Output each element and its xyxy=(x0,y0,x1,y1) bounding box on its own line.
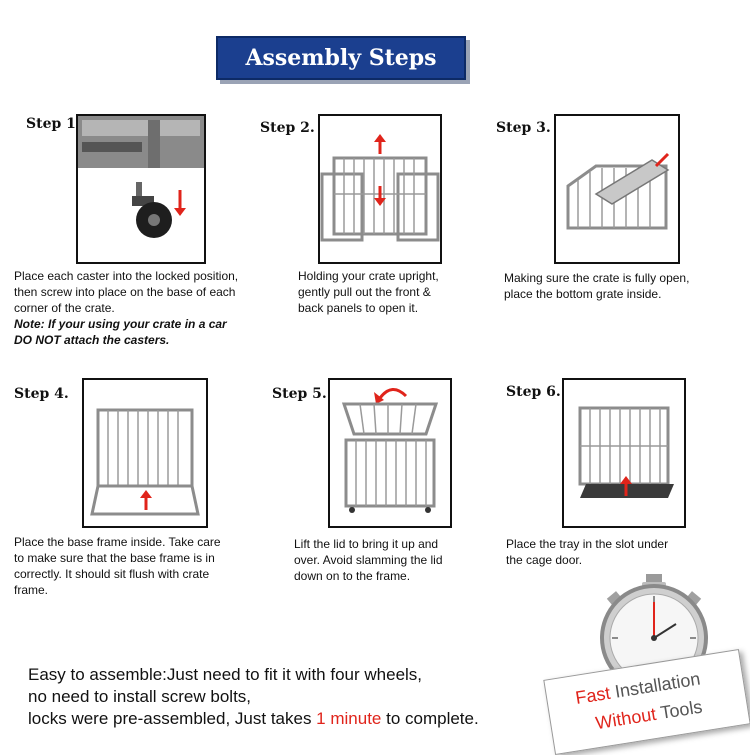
time-highlight: 1 minute xyxy=(316,709,382,728)
step-1-line: then screw into place on the base of eac… xyxy=(14,285,236,299)
step-2-line: Holding your crate upright, xyxy=(298,269,439,283)
page-title: Assembly Steps xyxy=(245,45,437,71)
step-6-line: the cage door. xyxy=(506,553,583,567)
step-6-label: Step 6. xyxy=(506,384,561,400)
title-banner: Assembly Steps xyxy=(216,36,466,80)
step-4-label: Step 4. xyxy=(14,386,69,402)
step-4-photo xyxy=(82,378,208,528)
step-1-line: Place each caster into the locked positi… xyxy=(14,269,239,283)
step-1-line: corner of the crate. xyxy=(14,301,115,315)
step-5-photo xyxy=(328,378,452,528)
step-2-photo xyxy=(318,114,442,264)
step-1-note: DO NOT attach the casters. xyxy=(14,333,170,347)
step-4-line: to make sure that the base frame is in xyxy=(14,551,215,565)
summary-line-3: locks were pre-assembled, Just takes 1 m… xyxy=(28,709,479,728)
step-3-line: Making sure the crate is fully open, xyxy=(504,271,690,285)
step-1-photo xyxy=(76,114,206,264)
summary-line-1: Easy to assemble:Just need to fit it wit… xyxy=(28,665,423,684)
step-5-label: Step 5. xyxy=(272,386,327,402)
step-3-line: place the bottom grate inside. xyxy=(504,287,662,301)
step-4-description: Place the base frame inside. Take care t… xyxy=(14,534,284,598)
badge-installation: Installation xyxy=(608,668,702,703)
arrow-up-icon xyxy=(374,134,386,142)
step-4-line: Place the base frame inside. Take care xyxy=(14,535,221,549)
summary-line-3-pre: locks were pre-assembled, Just takes xyxy=(28,709,317,728)
step-3-description: Making sure the crate is fully open, pla… xyxy=(504,270,744,302)
summary-line-3-post: to complete. xyxy=(381,709,479,728)
summary-line-2: no need to install screw bolts, xyxy=(28,687,252,706)
step-4-line: frame. xyxy=(14,583,49,597)
badge-without: Without xyxy=(594,703,658,734)
step-2-line: gently pull out the front & xyxy=(298,285,431,299)
step-6-description: Place the tray in the slot under the cag… xyxy=(506,536,746,568)
step-5-line: down on to the frame. xyxy=(294,569,411,583)
curved-arrow-icon xyxy=(374,392,384,404)
fast-installation-badge: Fast Installation Without Tools xyxy=(543,648,750,755)
arrow-down-icon xyxy=(374,198,386,206)
step-5-line: Lift the lid to bring it up and xyxy=(294,537,439,551)
step-6-photo xyxy=(562,378,686,528)
step-3-label: Step 3. xyxy=(496,120,551,136)
step-1-description: Place each caster into the locked positi… xyxy=(14,268,284,348)
step-5-description: Lift the lid to bring it up and over. Av… xyxy=(294,536,484,584)
badge-fast: Fast xyxy=(573,682,612,709)
step-2-description: Holding your crate upright, gently pull … xyxy=(298,268,488,316)
step-2-label: Step 2. xyxy=(260,120,315,136)
step-5-line: over. Avoid slamming the lid xyxy=(294,553,443,567)
assembly-summary: Easy to assemble:Just need to fit it wit… xyxy=(28,664,479,730)
step-3-photo xyxy=(554,114,680,264)
step-4-line: correctly. It should sit flush with crat… xyxy=(14,567,210,581)
step-6-line: Place the tray in the slot under xyxy=(506,537,669,551)
badge-tools: Tools xyxy=(654,696,704,724)
step-1-note: Note: If your using your crate in a car xyxy=(14,317,227,331)
step-1-label: Step 1. xyxy=(26,116,81,132)
step-2-line: back panels to open it. xyxy=(298,301,419,315)
